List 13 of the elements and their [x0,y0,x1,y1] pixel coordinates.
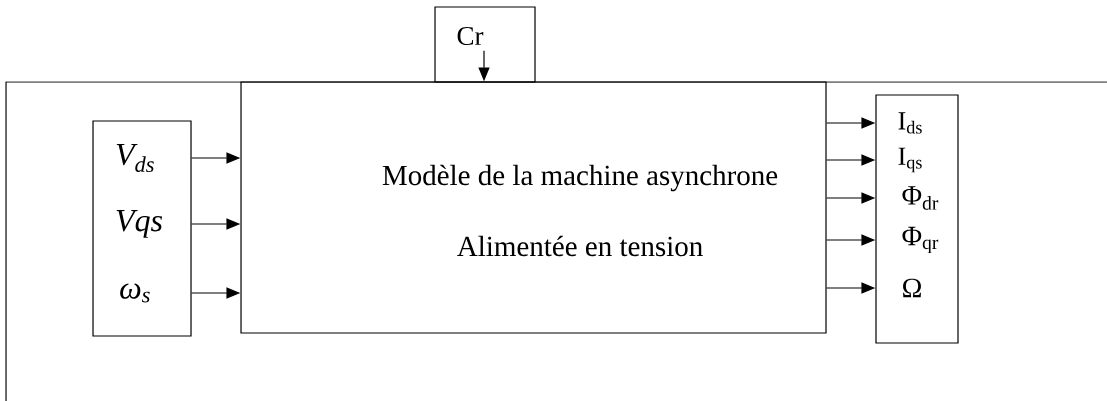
signal-label: Ω [903,278,921,298]
signal-label: I$_{qs}$ [898,147,922,173]
process-box: Modèle de la machine asynchrone Alimentée en tension [240,81,827,334]
signal-label: I$_{ds}$ [898,112,922,134]
signal-box [875,94,959,344]
signal-box [92,120,192,337]
signal-label: Φ$_{dr}$ [902,186,939,210]
signal-label: V$_{ds}$ [116,143,154,173]
signal-box [434,6,536,83]
signal-label: ω$_{s}$ [120,283,150,303]
signal-label: Cr [457,26,484,46]
signal-label: Vqs [116,210,163,238]
signal-label: Φ$_{qr}$ [902,226,939,254]
